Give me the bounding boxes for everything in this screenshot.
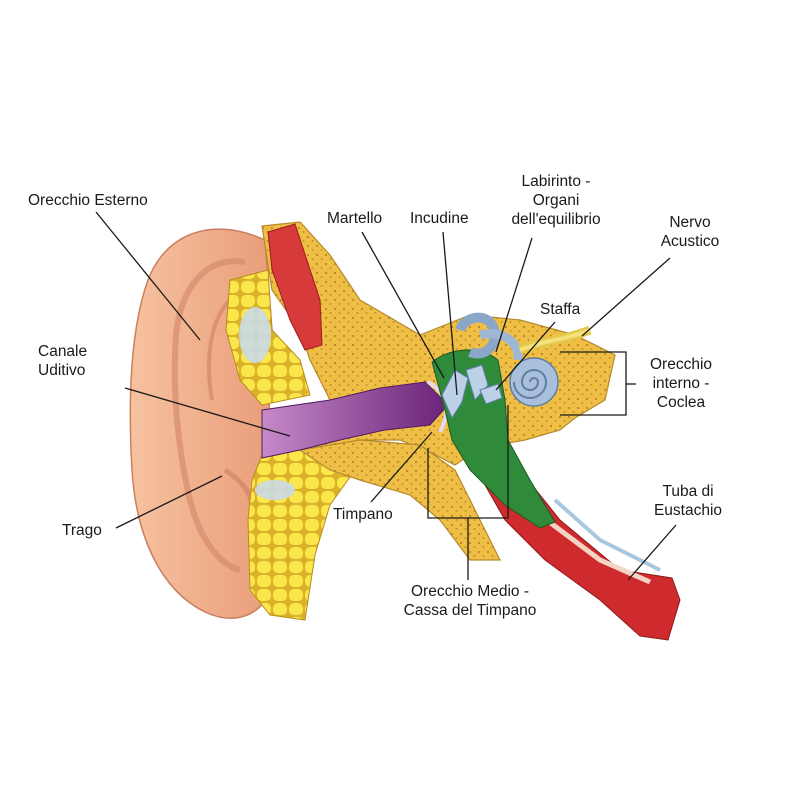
- leader-martello: [361, 231, 445, 379]
- label-canale-uditivo: Canale Uditivo: [38, 342, 87, 380]
- label-orecchio-medio-line1: Orecchio Medio -: [410, 583, 529, 600]
- fat-tissue: [225, 269, 356, 621]
- label-orecchio-medio: Orecchio Medio - Cassa del Timpano: [380, 582, 560, 620]
- label-labirinto-line2: Organi: [532, 192, 580, 209]
- label-orecchio-interno-line3: Coclea: [656, 394, 706, 411]
- leader-labirinto: [495, 237, 533, 353]
- label-nervo-acustico-line2: Acustico: [660, 233, 720, 250]
- label-staffa: Staffa: [540, 301, 581, 318]
- leader-canale-uditivo: [124, 387, 291, 437]
- leader-incudine: [442, 231, 458, 396]
- leader-trago: [115, 475, 223, 529]
- label-orecchio-esterno: Orecchio Esterno: [28, 192, 148, 209]
- label-nervo-acustico-line1: Nervo: [669, 214, 711, 231]
- leader-orecchio-esterno: [95, 211, 201, 341]
- label-labirinto-line3: dell'equilibrio: [511, 211, 601, 228]
- label-canale-uditivo-line2: Uditivo: [38, 362, 86, 379]
- label-tuba-line2: Eustachio: [653, 502, 723, 519]
- ossicles: [441, 364, 503, 420]
- label-canale-uditivo-line1: Canale: [38, 343, 88, 360]
- inner-ear: [455, 312, 559, 407]
- label-orecchio-interno-line1: Orecchio: [649, 356, 713, 373]
- label-labirinto: Labirinto - Organi dell'equilibrio: [494, 172, 618, 229]
- label-labirinto-line1: Labirinto -: [521, 173, 591, 190]
- acoustic-nerve: [518, 325, 592, 355]
- leader-tuba-di-eustachio: [627, 524, 677, 581]
- leader-nervo-acustico: [581, 257, 671, 337]
- label-nervo-acustico: Nervo Acustico: [650, 213, 730, 251]
- label-orecchio-medio-line2: Cassa del Timpano: [403, 602, 537, 619]
- label-incudine: Incudine: [410, 210, 469, 227]
- leader-lines: [95, 211, 677, 581]
- label-orecchio-interno: Orecchio interno - Coclea: [638, 355, 724, 412]
- ear-canal: [261, 381, 449, 459]
- leader-staffa: [495, 321, 556, 391]
- label-orecchio-interno-line2: interno -: [652, 375, 710, 392]
- label-tuba-line1: Tuba di: [662, 483, 714, 500]
- label-tuba-di-eustachio: Tuba di Eustachio: [636, 482, 740, 520]
- label-trago: Trago: [62, 522, 102, 539]
- label-timpano: Timpano: [333, 506, 393, 523]
- label-martello: Martello: [327, 210, 383, 227]
- leader-timpano: [370, 431, 433, 503]
